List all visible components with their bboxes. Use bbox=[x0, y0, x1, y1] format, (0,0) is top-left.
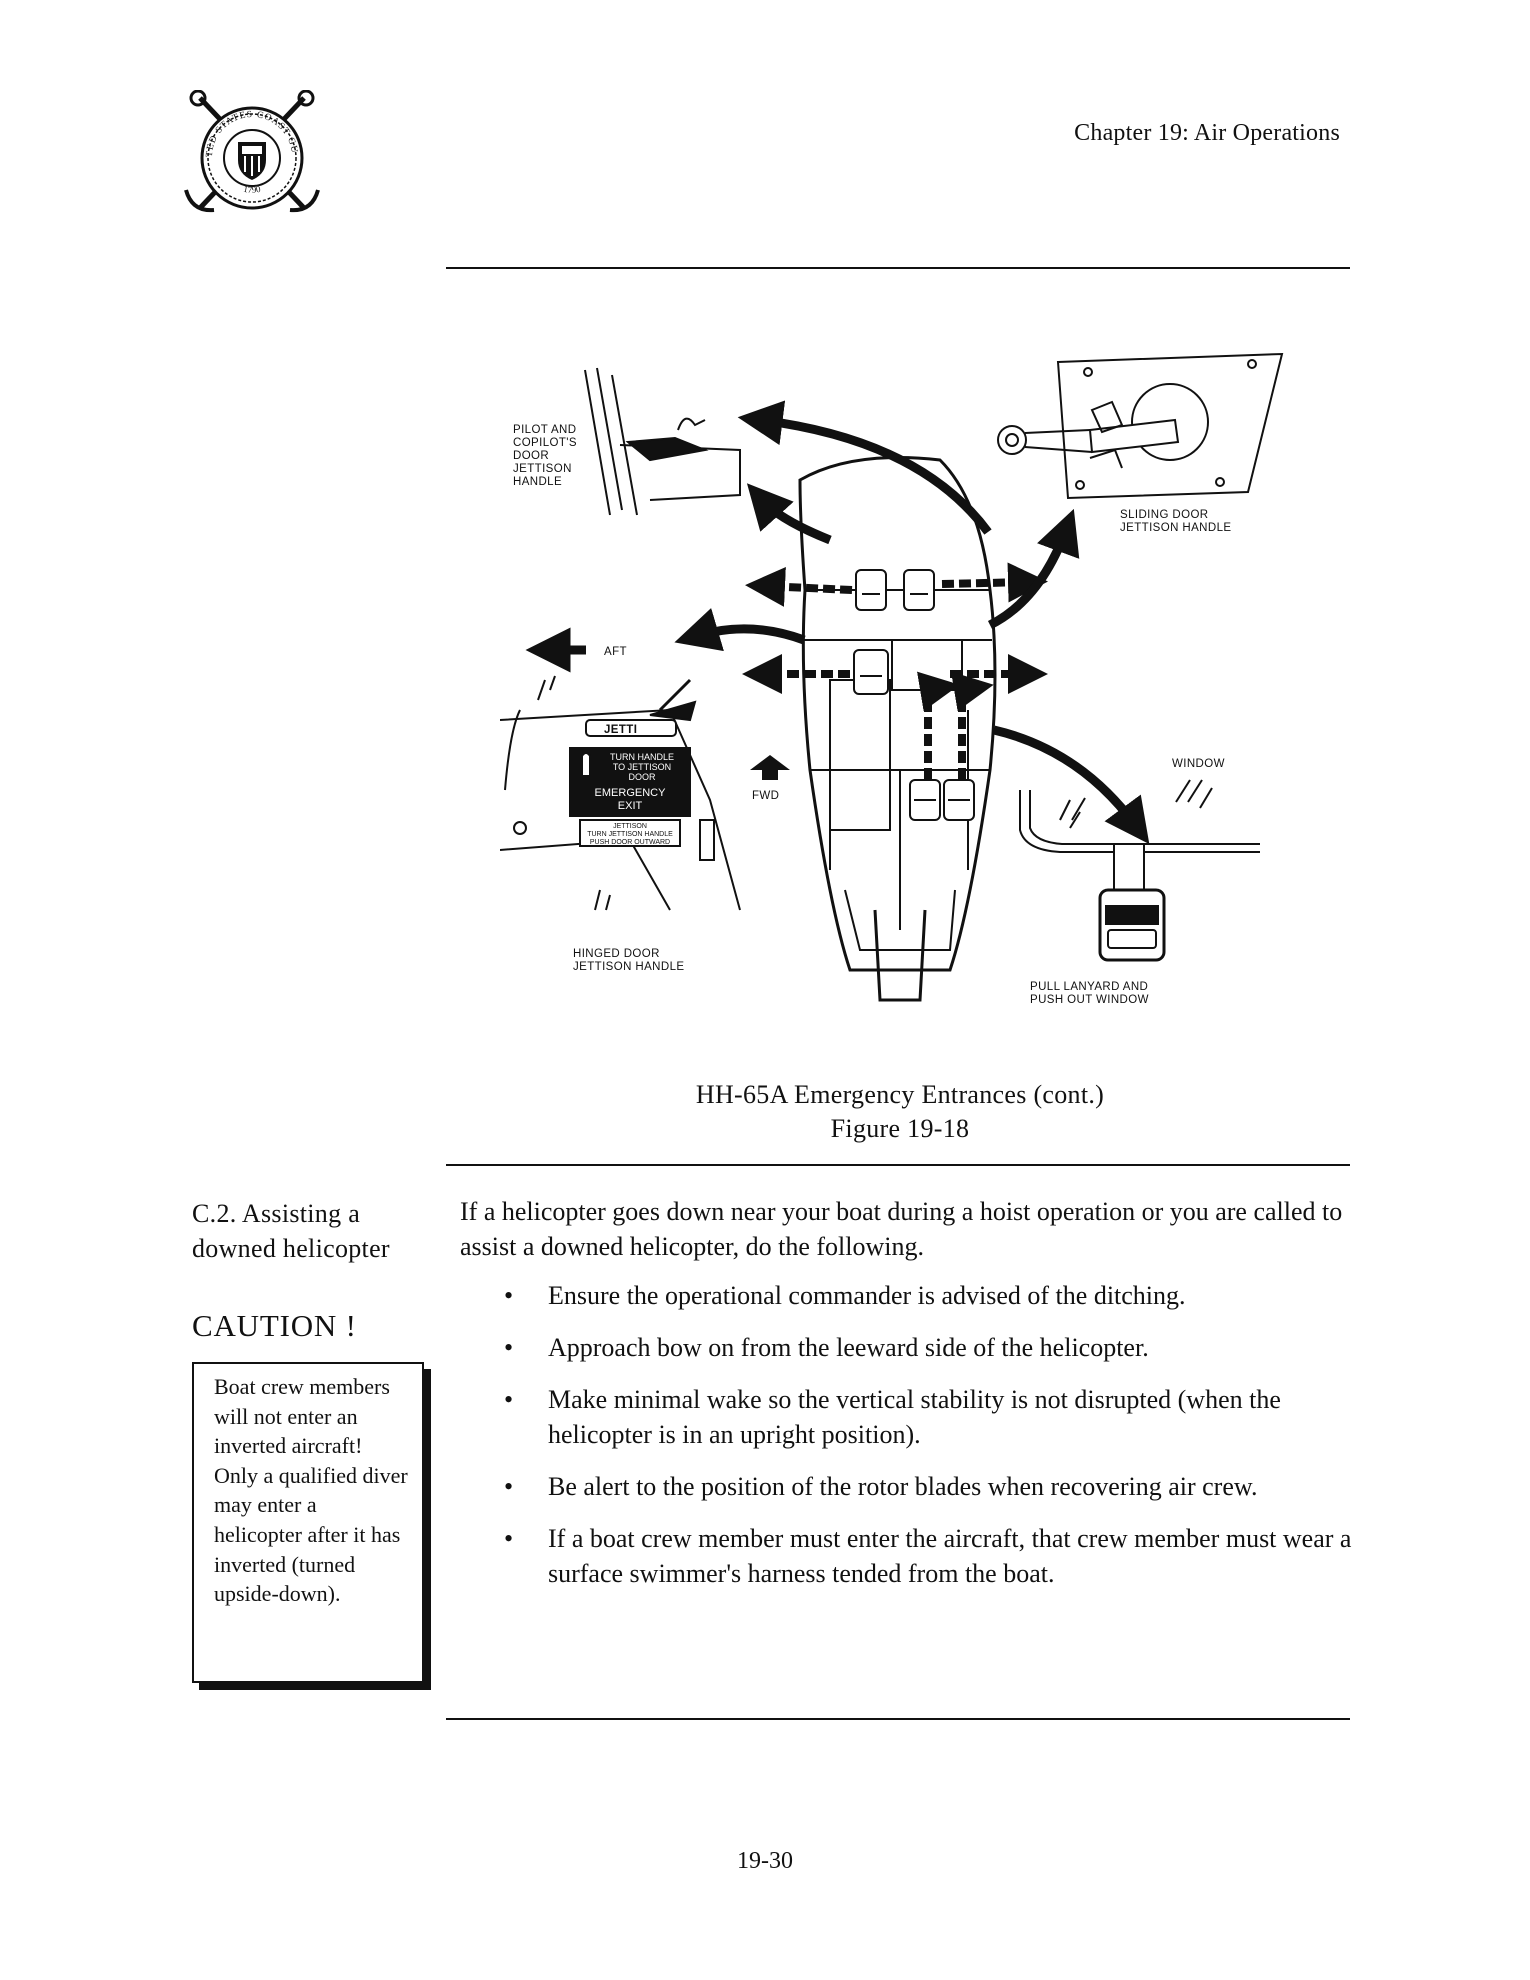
sign-line-2: TO JETTISON bbox=[613, 762, 671, 772]
pilot-label-2: COPILOT'S bbox=[513, 437, 577, 449]
chapter-header: Chapter 19: Air Operations bbox=[1074, 120, 1340, 146]
page-number: 19-30 bbox=[737, 1848, 793, 1874]
hinged-label-1: HINGED DOOR bbox=[573, 948, 660, 960]
sliding-label-1: SLIDING DOOR bbox=[1120, 509, 1209, 521]
list-item-text: Approach bow on from the leeward side of… bbox=[548, 1333, 1149, 1362]
sliding-door-handle-illustration bbox=[997, 352, 1284, 500]
list-item-text: Ensure the operational commander is advi… bbox=[548, 1281, 1186, 1310]
placard-line-2: TURN JETTISON HANDLE bbox=[587, 831, 673, 838]
coast-guard-seal-icon: UNITED STATES COAST GUARD 1790 bbox=[178, 83, 322, 220]
bottom-divider bbox=[446, 1718, 1350, 1720]
sign-line-1: TURN HANDLE bbox=[610, 752, 674, 762]
pilot-door-illustration bbox=[584, 367, 741, 516]
emergency-entrances-figure: JETTI TURN HANDLE TO JETTISON DOOR EMERG… bbox=[499, 350, 1300, 1015]
caution-title: CAUTION ! bbox=[192, 1308, 357, 1343]
intro-paragraph: If a helicopter goes down near your boat… bbox=[460, 1197, 1343, 1261]
list-item: • Approach bow on from the leeward side o… bbox=[460, 1330, 1360, 1365]
section-heading: C.2. Assisting a downed helicopter bbox=[192, 1196, 442, 1266]
svg-text:1790: 1790 bbox=[243, 184, 262, 195]
sliding-label-2: JETTISON HANDLE bbox=[1120, 522, 1231, 534]
placard-line-3: PUSH DOOR OUTWARD bbox=[590, 839, 670, 846]
list-item: • If a boat crew member must enter the ai… bbox=[460, 1521, 1360, 1591]
bullet-list: • Ensure the operational commander is adv… bbox=[460, 1278, 1360, 1591]
bullet-icon: • bbox=[504, 1281, 514, 1310]
pilot-label-5: HANDLE bbox=[513, 476, 562, 488]
hinged-label-2: JETTISON HANDLE bbox=[573, 961, 684, 973]
placard-line-1: JETTISON bbox=[613, 823, 647, 830]
fwd-label: FWD bbox=[752, 790, 779, 802]
aft-label: AFT bbox=[604, 646, 627, 658]
figure-caption: HH-65A Emergency Entrances (cont.) Figur… bbox=[600, 1078, 1200, 1146]
pilot-label-4: JETTISON bbox=[513, 463, 572, 475]
figure-number: Figure 19-18 bbox=[830, 1114, 970, 1143]
bullet-icon: • bbox=[504, 1333, 514, 1362]
top-divider bbox=[446, 267, 1350, 269]
window-illustration bbox=[1019, 779, 1260, 962]
hinged-door-illustration bbox=[499, 675, 741, 911]
list-item-text: Be alert to the position of the rotor bl… bbox=[548, 1472, 1258, 1501]
seal-text-bottom: 1790 bbox=[243, 184, 262, 195]
helicopter-seats bbox=[853, 569, 975, 821]
door-jettison-arrows bbox=[525, 400, 1150, 845]
list-item-text: Make minimal wake so the vertical stabil… bbox=[548, 1385, 1281, 1449]
pilot-label-3: DOOR bbox=[513, 450, 549, 462]
window-label: WINDOW bbox=[1172, 758, 1225, 770]
exit-path-arrows bbox=[742, 562, 1048, 780]
caption-divider bbox=[446, 1164, 1350, 1166]
list-item-text: If a boat crew member must enter the air… bbox=[548, 1524, 1352, 1588]
forward-arrow-icon bbox=[750, 755, 790, 780]
list-item: • Make minimal wake so the vertical stabi… bbox=[460, 1382, 1360, 1452]
bullet-icon: • bbox=[504, 1524, 514, 1553]
sign-line-5: EXIT bbox=[618, 800, 643, 812]
body-content: If a helicopter goes down near your boat… bbox=[460, 1194, 1360, 1608]
pull-label-2: PUSH OUT WINDOW bbox=[1030, 994, 1149, 1006]
bullet-icon: • bbox=[504, 1385, 514, 1414]
sign-line-3: DOOR bbox=[629, 772, 657, 782]
jett-label: JETTI bbox=[604, 724, 637, 736]
list-item: • Ensure the operational commander is adv… bbox=[460, 1278, 1360, 1313]
pull-label-1: PULL LANYARD AND bbox=[1030, 981, 1148, 993]
section-heading-line-1: C.2. Assisting a bbox=[192, 1199, 361, 1228]
bullet-icon: • bbox=[504, 1472, 514, 1501]
section-heading-line-2: downed helicopter bbox=[192, 1234, 390, 1263]
sign-line-4: EMERGENCY bbox=[595, 787, 667, 799]
figure-title: HH-65A Emergency Entrances (cont.) bbox=[695, 1080, 1105, 1109]
caution-box: Boat crew members will not enter an inve… bbox=[192, 1362, 424, 1683]
caution-text: Boat crew members will not enter an inve… bbox=[214, 1374, 408, 1607]
list-item: • Be alert to the position of the rotor b… bbox=[460, 1469, 1360, 1504]
pilot-label-1: PILOT AND bbox=[513, 424, 576, 436]
